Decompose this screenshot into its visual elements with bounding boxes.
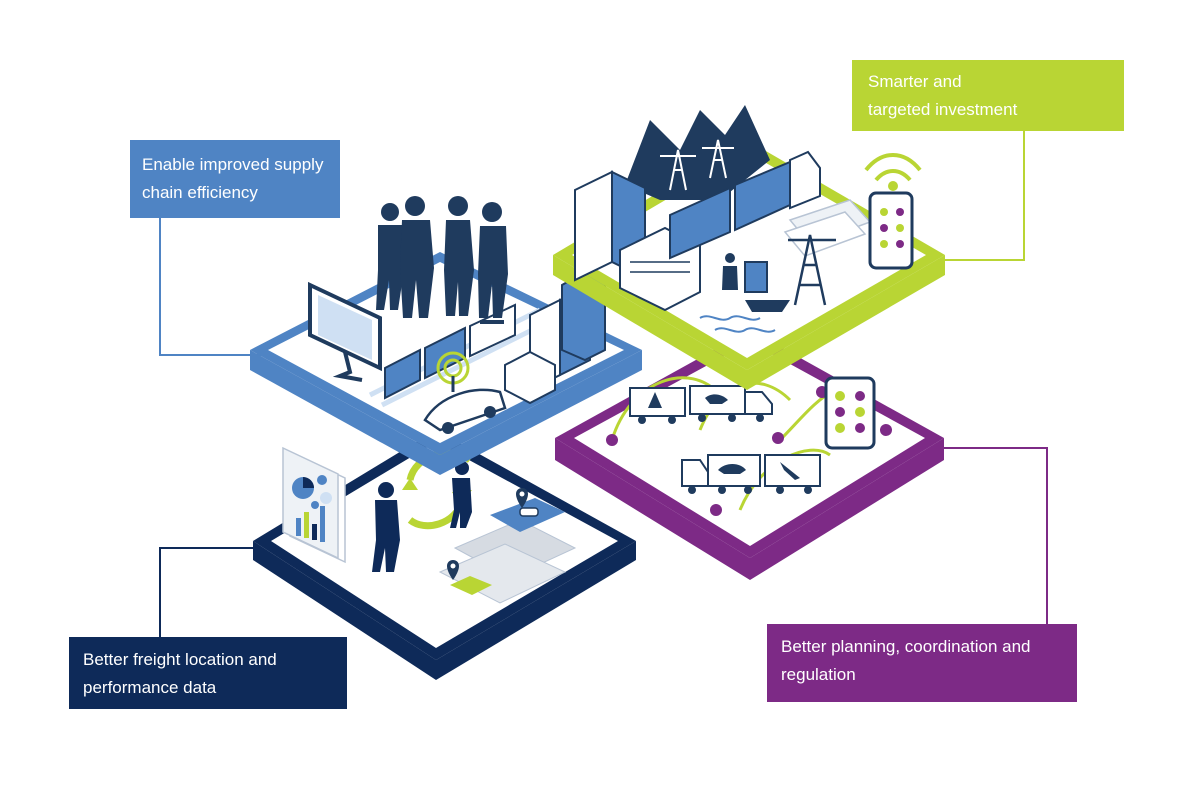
- tablet-checklist-icon: [868, 191, 914, 270]
- connector-lines: [159, 131, 1048, 637]
- car-icon: [423, 388, 507, 434]
- connector-green: [944, 131, 1025, 261]
- label-investment: Smarter and targeted investment: [852, 60, 1124, 131]
- label-planning-line2: regulation: [781, 665, 856, 684]
- label-supply-chain-line1: Enable improved supply: [142, 155, 324, 174]
- navy-content: [282, 446, 577, 604]
- connector-purple: [944, 447, 1048, 624]
- label-freight-data-line2: performance data: [83, 678, 217, 697]
- platform-navy: [253, 430, 636, 680]
- label-investment-line1: Smarter and: [868, 72, 962, 91]
- connector-navy: [159, 547, 255, 637]
- label-freight-data: Better freight location and performance …: [69, 637, 347, 709]
- label-planning: Better planning, coordination and regula…: [767, 624, 1077, 702]
- blue-content: [308, 196, 606, 434]
- mountain-icon: [625, 105, 770, 200]
- crane-icon: [660, 139, 734, 191]
- label-supply-chain: Enable improved supply chain efficiency: [130, 140, 340, 218]
- worker-icon: [722, 253, 738, 290]
- truck-icon: [681, 454, 821, 494]
- label-supply-chain-line2: chain efficiency: [142, 183, 258, 202]
- oil-rig-icon: [788, 234, 836, 306]
- tablet-checklist-icon: [824, 376, 876, 450]
- connector-blue: [159, 218, 262, 356]
- buildings-icon: [504, 270, 606, 405]
- truck-icon: [629, 385, 773, 424]
- ship-icon: [699, 261, 790, 333]
- chart-report-icon: [282, 446, 346, 564]
- signal-icon: [436, 351, 470, 392]
- people-silhouettes-icon: [376, 196, 508, 318]
- map-layers-icon: [438, 498, 577, 604]
- label-freight-data-line1: Better freight location and: [83, 650, 277, 669]
- train-icon: [384, 303, 516, 400]
- map-pin-icon: [447, 488, 528, 580]
- truck-icon: [669, 150, 821, 260]
- label-planning-line1: Better planning, coordination and: [781, 637, 1031, 656]
- purple-content: [606, 376, 892, 516]
- monitor-icon: [308, 281, 382, 382]
- label-investment-line2: targeted investment: [868, 100, 1018, 119]
- green-content: [574, 105, 922, 333]
- wifi-icon: [864, 153, 922, 191]
